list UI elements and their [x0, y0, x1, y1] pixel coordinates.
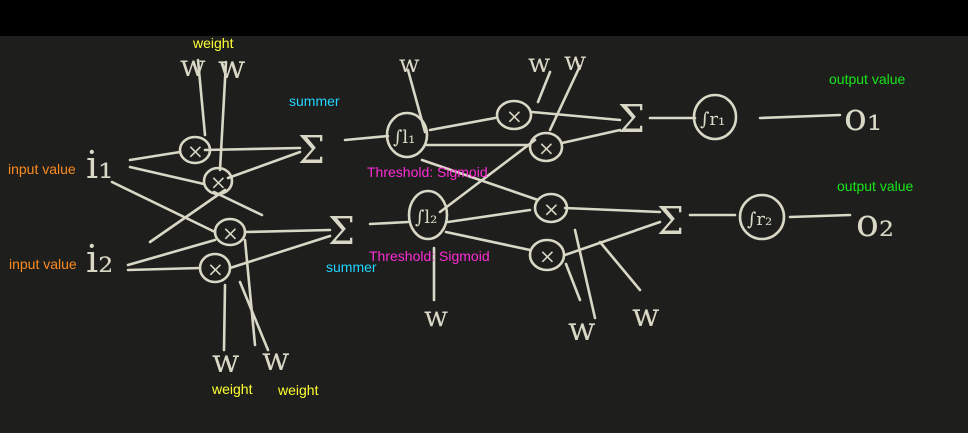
sigmoid-symbol: ∫r₁ [700, 109, 725, 130]
summer-sigma-1: Σ [298, 128, 325, 172]
output-value-label: output value [837, 178, 914, 194]
input-value-label: input value [8, 161, 76, 177]
connection-lines [110, 58, 852, 352]
multiplier-node [213, 217, 247, 247]
weight-chalk-w: w [218, 48, 245, 86]
weight-chalk-w: w [528, 49, 550, 79]
output-2-chalk: o₂ [856, 201, 894, 245]
multiply-symbol: × [543, 197, 560, 221]
summer-sigma-3: Σ [618, 97, 645, 141]
multiplier-node [202, 166, 234, 196]
summer-sigma-4: Σ [657, 199, 684, 243]
weight-chalk-w: w [424, 300, 448, 333]
sigmoid-symbol: ∫l₁ [393, 127, 415, 148]
multiplier-nodes [178, 99, 569, 284]
weight-chalk-w: w [180, 49, 206, 84]
sigmoid-nodes [385, 93, 786, 241]
threshold-label: Threshold: Sigmoid [367, 164, 488, 180]
weight-chalk-w: w [399, 50, 420, 78]
multiplier-node [528, 238, 566, 272]
weight-chalk-w: w [564, 47, 586, 77]
input-1-chalk: i₁ [86, 143, 113, 187]
summer-label: summer [326, 259, 377, 275]
multiplier-node [528, 131, 564, 163]
weight-chalk-w: w [568, 310, 595, 348]
sigmoid-node [385, 111, 429, 159]
multiplier-node [178, 135, 212, 165]
multiply-symbol: × [539, 244, 556, 268]
weight-chalk-w: w [632, 296, 659, 334]
multiply-symbol: × [207, 257, 224, 281]
multiply-symbol: × [187, 139, 204, 163]
weight-chalk-w: w [212, 342, 239, 380]
multiply-symbol: × [506, 104, 523, 128]
multiplier-node [533, 192, 569, 224]
multiply-symbol: × [222, 221, 239, 245]
input-2-chalk: i₂ [86, 237, 113, 281]
multiplier-node [495, 99, 533, 131]
summer-sigma-2: Σ [328, 209, 355, 253]
threshold-label: Threshold: Sigmoid [369, 248, 490, 264]
output-1-chalk: o₁ [844, 95, 882, 139]
weight-label: weight [278, 382, 319, 398]
multiplier-node [198, 252, 232, 284]
multiply-symbol: × [210, 170, 227, 194]
chalkboard-background [0, 36, 968, 433]
summer-label: summer [289, 93, 340, 109]
input-value-label: input value [9, 256, 77, 272]
weight-label: weight [212, 381, 253, 397]
sigmoid-symbol: ∫l₂ [415, 207, 437, 228]
multiply-symbol: × [538, 136, 555, 160]
weight-chalk-w: w [262, 340, 289, 378]
sigmoid-node [692, 93, 738, 141]
output-value-label: output value [829, 71, 906, 87]
sigmoid-symbol: ∫r₂ [747, 209, 772, 230]
weight-label: weight [193, 35, 234, 51]
sigmoid-node [738, 193, 786, 241]
sigmoid-node [407, 189, 449, 241]
